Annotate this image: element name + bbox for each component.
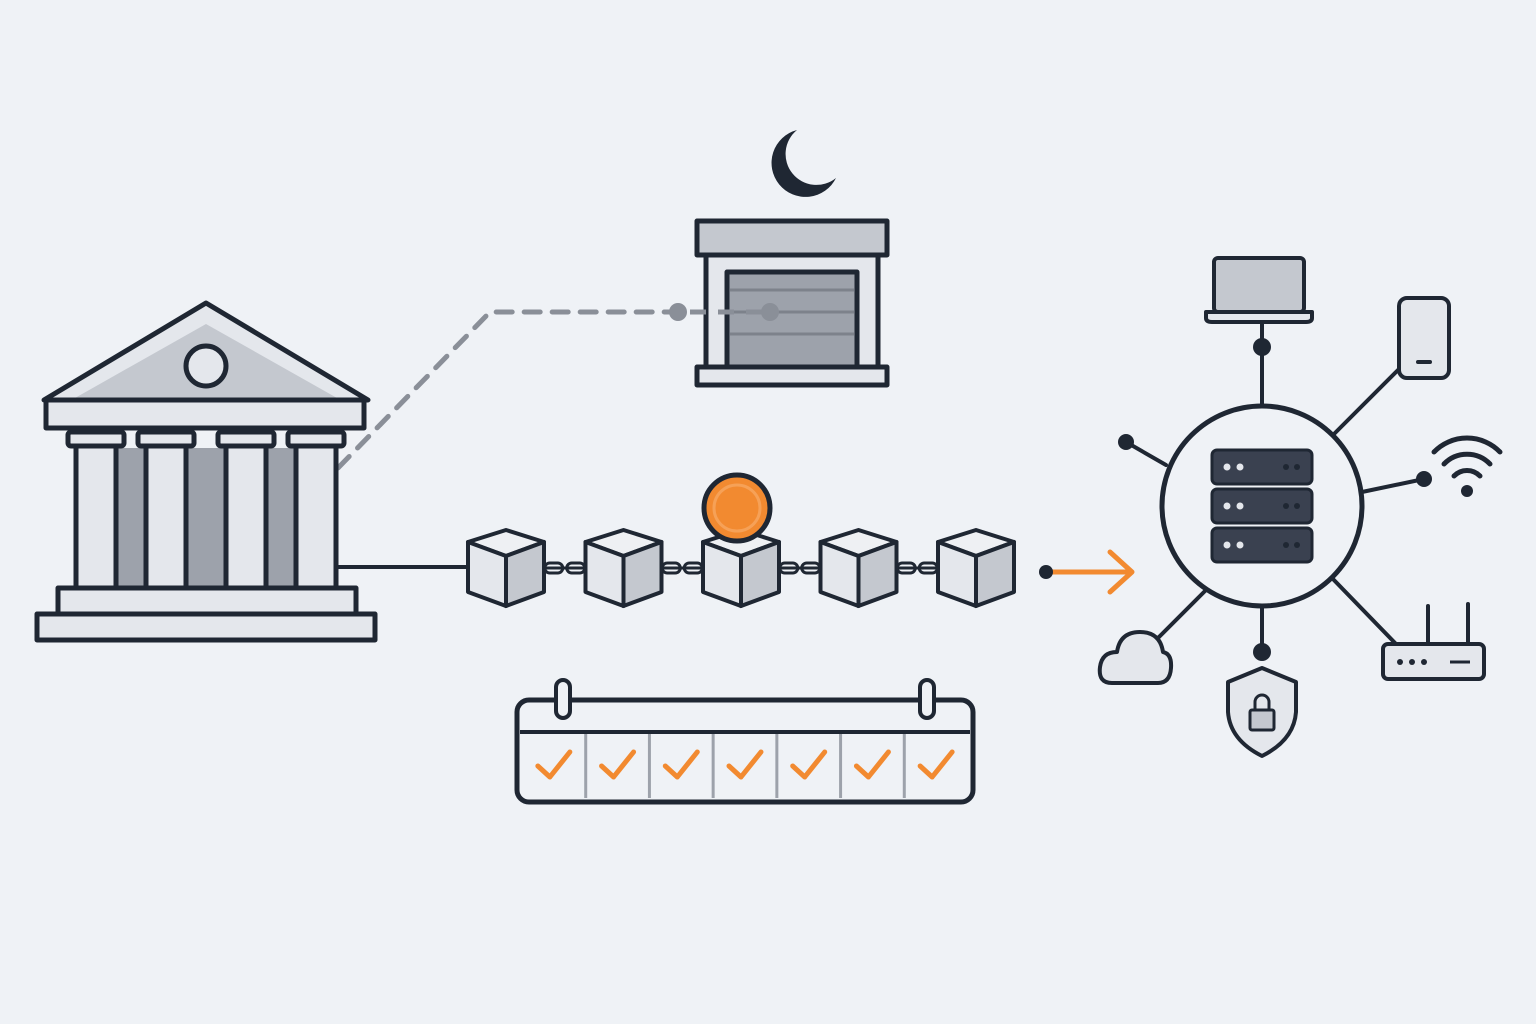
block-icon — [583, 528, 664, 608]
coin-icon — [701, 472, 773, 544]
shield-lock-icon — [1226, 666, 1298, 758]
check-icon — [599, 749, 637, 780]
check-icon — [853, 749, 891, 780]
connection-dots — [1118, 338, 1432, 661]
block-icon — [818, 528, 899, 608]
link-node — [1039, 565, 1053, 579]
check-icon — [917, 749, 955, 780]
chain-link-icon — [894, 561, 940, 575]
wifi-icon — [1431, 435, 1503, 497]
phone-icon — [1397, 296, 1451, 380]
chain-link-icon — [542, 561, 588, 575]
check-icon — [535, 749, 573, 780]
dashed-link-line — [335, 309, 681, 471]
moon-icon — [771, 130, 836, 197]
block-icon — [466, 528, 546, 608]
laptop-icon — [1204, 256, 1314, 324]
closed-shop-icon — [694, 218, 890, 388]
router-icon — [1381, 602, 1486, 681]
chain-link-icon — [777, 561, 823, 575]
check-icon — [790, 749, 828, 780]
bank-building-icon — [34, 300, 378, 643]
link-node — [669, 303, 687, 321]
check-icon — [726, 749, 764, 780]
arrow-right-icon — [1043, 549, 1135, 595]
cloud-icon — [1097, 630, 1174, 685]
block-icon — [936, 528, 1016, 608]
chain-link-icon — [659, 561, 705, 575]
calendar-icon — [514, 678, 976, 805]
check-icon — [662, 749, 700, 780]
link-node — [761, 303, 779, 321]
network-connections — [1124, 320, 1426, 654]
server-icon — [1210, 448, 1314, 564]
